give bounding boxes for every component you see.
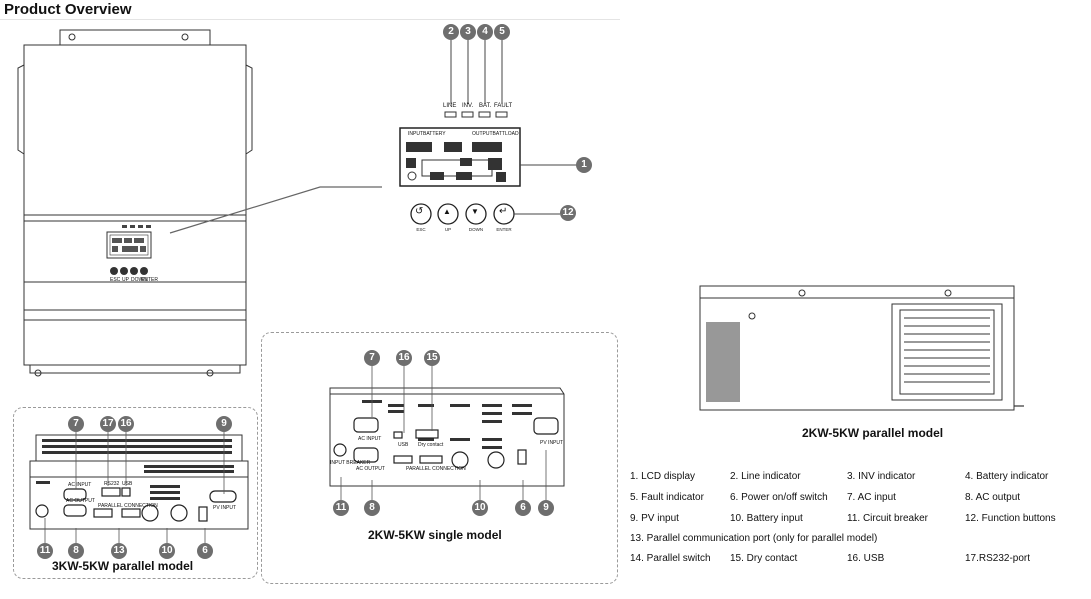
indicator-label-fault: FAULT — [494, 103, 513, 109]
page-title: Product Overview — [4, 1, 132, 18]
small-button-label-enter: ENTER — [141, 277, 158, 283]
s2-label-dry-contact: Dry contact — [418, 442, 444, 448]
callout-4: 4 — [477, 24, 493, 40]
legend-item-6: 6. Power on/off switch — [730, 492, 828, 503]
lcd-right-header: OUTPUTBATTLOAD — [472, 131, 519, 137]
p3-callout-7: 7 — [68, 416, 84, 432]
callout-2: 2 — [443, 24, 459, 40]
s2-caption: 2KW-5KW single model — [368, 528, 502, 542]
s2-callout-15: 15 — [424, 350, 440, 366]
legend-item-7: 7. AC input — [847, 492, 896, 503]
legend-item-9: 9. PV input — [630, 513, 679, 524]
s2-callout-8: 8 — [364, 500, 380, 516]
s2-label-ac-input: AC INPUT — [358, 436, 382, 442]
single-2kw-bottom-view — [329, 387, 565, 487]
p3-callout-8: 8 — [68, 543, 84, 559]
legend-item-2: 2. Line indicator — [730, 471, 801, 482]
single-2kw-frame — [261, 332, 618, 584]
small-button-label-esc: ESC — [110, 277, 121, 283]
indicator-label-inv: INV. — [462, 103, 474, 109]
esc-button-glyph: ↺ — [415, 206, 424, 217]
small-button-label-down: DOWN — [131, 277, 147, 283]
up-button-glyph: ▲ — [443, 207, 451, 216]
indicator-label-bat: BAT. — [479, 103, 492, 109]
enter-button-glyph: ↵ — [499, 206, 508, 217]
legend-item-1: 1. LCD display — [630, 471, 696, 482]
legend-item-13: 13. Parallel communication port (only fo… — [630, 533, 878, 544]
callout-1: 1 — [576, 157, 592, 173]
s2-callout-6: 6 — [515, 500, 531, 516]
legend-item-11: 11. Circuit breaker — [847, 513, 928, 524]
p3-caption: 3KW-5KW parallel model — [52, 559, 194, 573]
p3-callout-10: 10 — [159, 543, 175, 559]
p3-callout-9: 9 — [216, 416, 232, 432]
p3-label-parallel: PARALLEL CONNECTION — [98, 503, 158, 509]
p3-leader-lines — [44, 432, 225, 543]
s2-callout-10: 10 — [472, 500, 488, 516]
lcd-display — [399, 127, 578, 187]
indicator-label-line: LINE — [443, 103, 457, 109]
indicator-leaders — [444, 40, 508, 118]
lcd-left-header: INPUTBATTERY — [408, 131, 446, 137]
esc-button-label: ESC — [416, 227, 426, 232]
down-button-glyph: ▼ — [471, 207, 479, 216]
legend-item-3: 3. INV indicator — [847, 471, 916, 482]
legend-item-15: 15. Dry contact — [730, 553, 798, 564]
callout-5: 5 — [494, 24, 510, 40]
legend-item-10: 10. Battery input — [730, 513, 803, 524]
p3-callout-16: 16 — [118, 416, 134, 432]
title-divider — [0, 19, 620, 20]
legend-item-16: 16. USB — [847, 553, 885, 564]
s2-callout-11: 11 — [333, 500, 349, 516]
legend-item-14: 14. Parallel switch — [630, 553, 711, 564]
legend-item-5: 5. Fault indicator — [630, 492, 704, 503]
callout-3: 3 — [460, 24, 476, 40]
p3-callout-17: 17 — [100, 416, 116, 432]
up-button-label: UP — [444, 227, 452, 232]
legend-item-12: 12. Function buttons — [965, 513, 1056, 524]
p3-label-rs232: RS232 — [104, 481, 120, 487]
p3-label-usb: USB — [122, 481, 133, 487]
s2-label-pv-input: PV INPUT — [540, 440, 564, 446]
callout-12: 12 — [560, 205, 576, 221]
legend-item-4: 4. Battery indicator — [965, 471, 1049, 482]
parallel-3kw-bottom-view — [29, 434, 249, 530]
small-button-label-up: UP — [122, 277, 129, 283]
p3-callout-6: 6 — [197, 543, 213, 559]
legend-item-8: 8. AC output — [965, 492, 1021, 503]
legend-item-17: 17.RS232-port — [965, 553, 1031, 564]
p3-callout-11: 11 — [37, 543, 53, 559]
s2-label-ac-output: AC OUTPUT — [356, 466, 385, 472]
parallel-3kw-frame — [13, 407, 258, 579]
s2-label-parallel: PARALLEL CONNECTION — [406, 466, 466, 472]
s2-leader-lines — [340, 366, 547, 500]
s2-callout-7: 7 — [364, 350, 380, 366]
p2-caption: 2KW-5KW parallel model — [802, 426, 944, 440]
p3-label-ac-output: AC OUTPUT — [66, 498, 95, 504]
enter-button-label: ENTER — [496, 227, 512, 232]
p3-label-ac-input: AC INPUT — [68, 482, 92, 488]
down-button-label: DOWN — [468, 227, 484, 232]
parallel-2kw-side-view — [699, 285, 1024, 411]
p3-label-pv-input: PV INPUT — [213, 505, 237, 511]
s2-callout-16: 16 — [396, 350, 412, 366]
inverter-front-view — [17, 29, 382, 377]
s2-label-input-breaker: INPUT BREAKER — [330, 460, 371, 466]
s2-label-usb: USB — [398, 442, 409, 448]
s2-callout-9: 9 — [538, 500, 554, 516]
p3-callout-13: 13 — [111, 543, 127, 559]
function-buttons — [410, 203, 560, 225]
